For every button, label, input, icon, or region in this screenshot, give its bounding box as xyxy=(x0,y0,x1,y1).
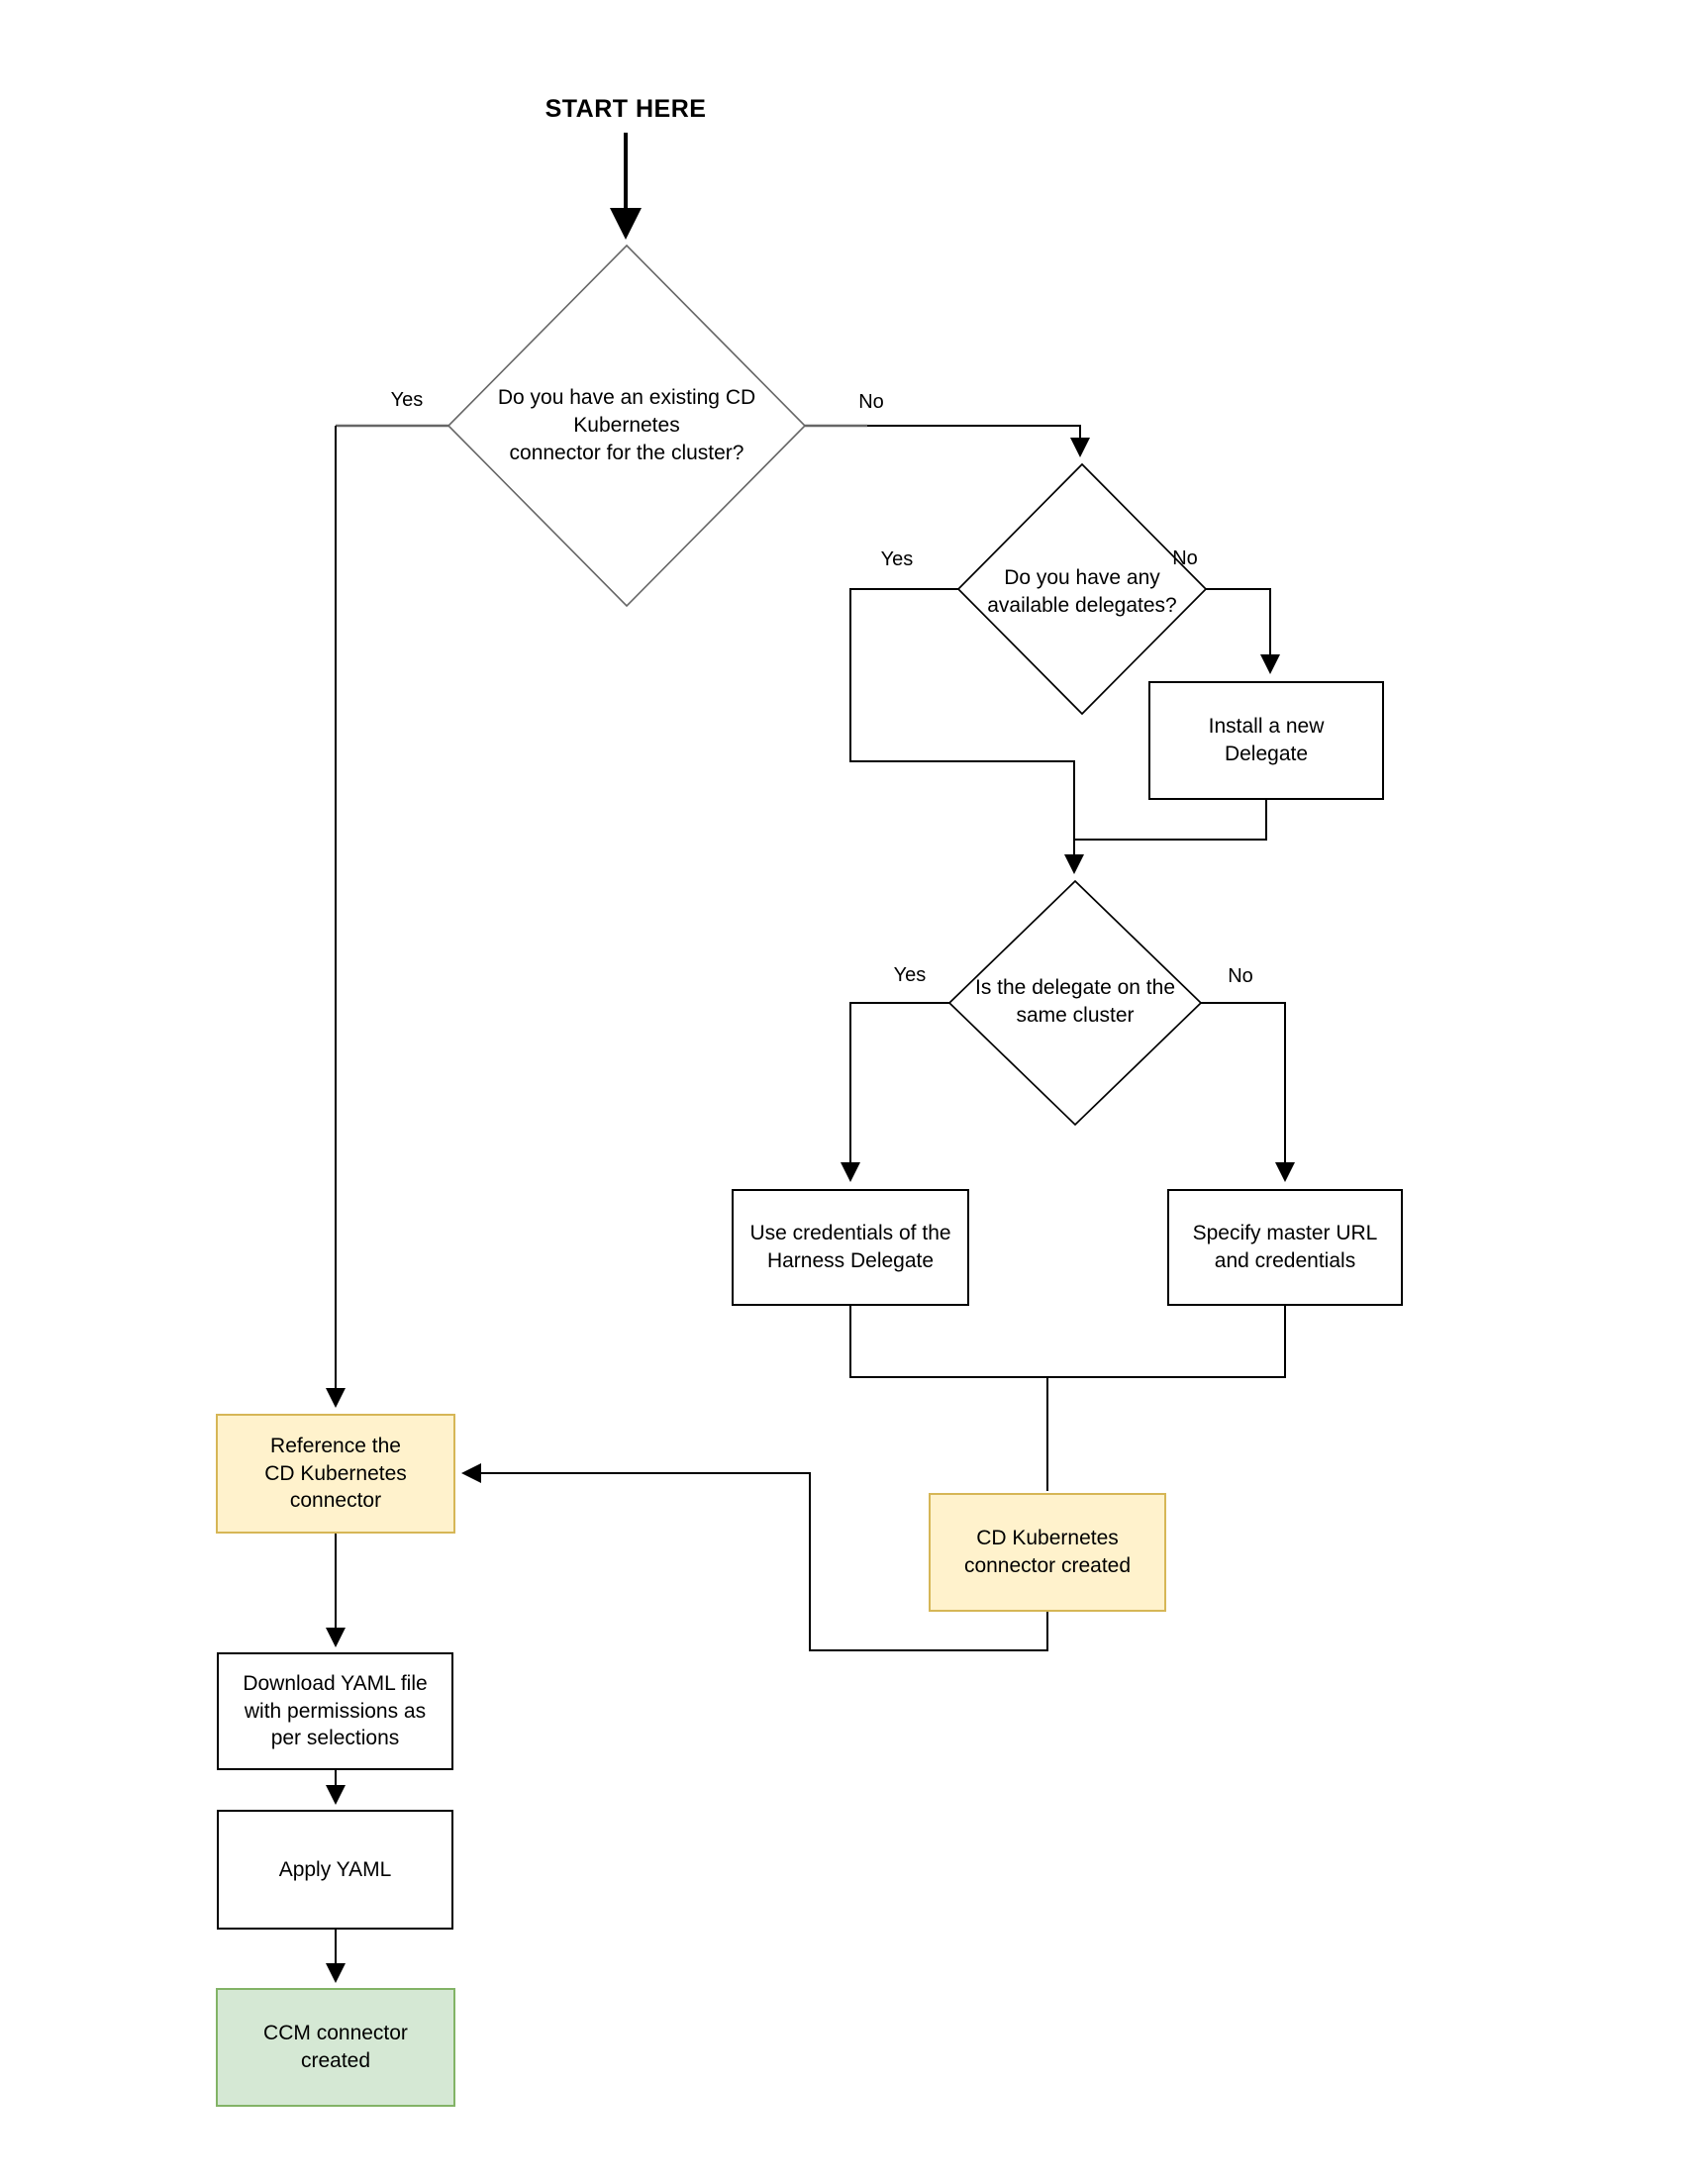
edge-d1-no xyxy=(867,425,1090,457)
edge-label-d1-yes: Yes xyxy=(390,389,424,411)
process-box-specify-master-url: Specify master URL and credentials xyxy=(1167,1189,1403,1306)
edge-created-to-reference xyxy=(461,1463,1048,1651)
decision-diamond-available-delegates xyxy=(956,462,1208,716)
process-box-apply-yaml: Apply YAML xyxy=(217,1810,453,1930)
terminal-box-reference-connector: Reference the CD Kubernetes connector xyxy=(216,1414,455,1534)
process-box-install-delegate: Install a new Delegate xyxy=(1148,681,1384,800)
edge-use-creds-merge xyxy=(849,1306,1047,1378)
terminal-box-ccm-connector-created: CCM connector created xyxy=(216,1988,455,2107)
diamond-existing-connector-text: Do you have an existing CD Kubernetes co… xyxy=(497,386,756,464)
decision-diamond-existing-connector xyxy=(446,244,807,608)
terminal-box-cd-connector-created: CD Kubernetes connector created xyxy=(929,1493,1166,1612)
edge-install-merge xyxy=(1075,800,1267,841)
edge-label-d3-no: No xyxy=(1228,965,1253,987)
decision-diamond-same-cluster xyxy=(947,879,1203,1127)
edge-label-d2-no: No xyxy=(1172,547,1198,569)
edge-label-d2-yes: Yes xyxy=(880,548,914,570)
start-here-label: START HERE xyxy=(545,95,707,123)
process-box-download-yaml: Download YAML file with permissions as p… xyxy=(217,1652,453,1770)
edge-d2-no xyxy=(1206,588,1280,674)
diamond-same-cluster-text: Is the delegate on the same cluster xyxy=(975,976,1175,1027)
diamond-available-delegates-text: Do you have any available delegates? xyxy=(987,566,1177,617)
edge-label-d1-no: No xyxy=(858,391,884,413)
edge-d3-yes xyxy=(841,1002,949,1182)
edge-d2-yes xyxy=(849,588,1084,874)
edge-d3-no xyxy=(1201,1002,1295,1182)
edge-specify-merge xyxy=(1047,1306,1286,1378)
edge-label-d3-yes: Yes xyxy=(893,964,927,986)
process-box-use-credentials: Use credentials of the Harness Delegate xyxy=(732,1189,969,1306)
